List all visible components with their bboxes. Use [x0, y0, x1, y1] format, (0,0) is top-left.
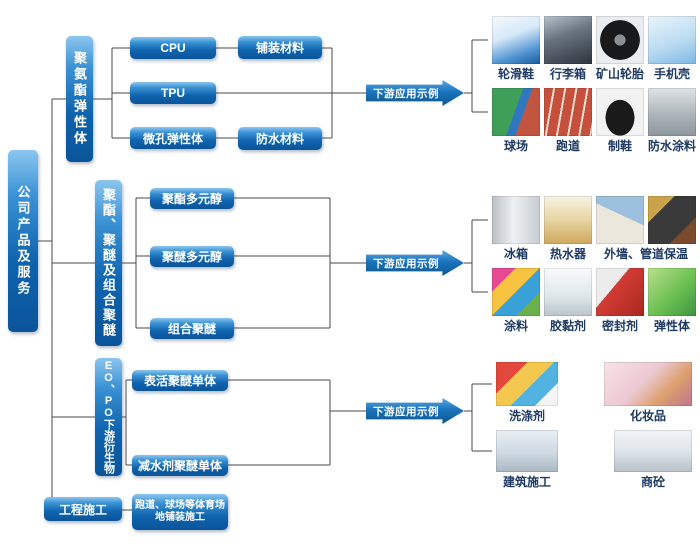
product-polyether-polyol: 聚醚多元醇	[150, 246, 234, 267]
root-company-products-box: 公司产品及服务	[8, 150, 38, 332]
caption-row: 轮滑鞋 行李箱 矿山轮胎 手机壳	[492, 67, 696, 82]
photo-caption: 化妆品	[629, 409, 666, 423]
photo-cosmetics	[604, 362, 692, 406]
photo-caption: 防水涂料	[648, 139, 697, 153]
photo-caption: 弹性体	[653, 319, 690, 333]
product-sports-paving-construction: 跑道、球场等体育场地铺装施工	[132, 494, 228, 530]
photo-roller-skate	[492, 16, 540, 64]
product-polyester-polyol: 聚酯多元醇	[150, 188, 234, 209]
category-polyurethane-elastomer: 聚氨酯弹性体	[66, 36, 93, 162]
photo-mining-tire	[596, 16, 644, 64]
product-water-reducer-polyether-monomer: 减水剂聚醚单体	[132, 455, 228, 476]
photo-caption: 洗涤剂	[508, 409, 545, 423]
category-polyester-polyether: 聚酯、聚醚及组合聚醚	[95, 180, 122, 346]
photo-exterior-wall	[596, 196, 644, 244]
product-tpu: TPU	[130, 82, 216, 104]
product-combined-polyether: 组合聚醚	[150, 318, 234, 339]
product-waterproof-materials: 防水材料	[238, 127, 322, 150]
photo-shoe	[596, 88, 644, 136]
caption-row: 洗涤剂 化妆品	[496, 409, 692, 424]
photo-caption: 密封剂	[601, 319, 638, 333]
photo-concrete-truck	[614, 430, 692, 472]
caption-row: 球场 跑道 制鞋 防水涂料	[492, 139, 696, 154]
photo-caption: 冰箱	[503, 247, 528, 261]
photo-row	[496, 362, 692, 406]
photo-row	[496, 430, 692, 472]
photo-phone-case	[648, 16, 696, 64]
photo-caption: 胶黏剂	[549, 319, 586, 333]
photo-caption: 外墙、管道保温	[603, 247, 688, 261]
product-paving-materials: 铺装材料	[238, 36, 322, 59]
applications-group-derivatives: 洗涤剂 化妆品 建筑施工 商砼	[496, 362, 692, 496]
photo-running-track	[544, 88, 592, 136]
photo-sports-court	[492, 88, 540, 136]
photo-caption: 手机壳	[653, 67, 690, 81]
photo-caption: 建筑施工	[502, 475, 551, 489]
applications-group-elastomer: 轮滑鞋 行李箱 矿山轮胎 手机壳 球场 跑道 制鞋 防水涂料	[492, 16, 696, 160]
downstream-arrow-label: 下游应用示例	[373, 405, 439, 418]
caption-row: 建筑施工 商砼	[496, 475, 692, 490]
category-engineering-construction: 工程施工	[44, 497, 122, 521]
photo-caption: 行李箱	[549, 67, 586, 81]
photo-row	[492, 196, 696, 244]
photo-waterproof-coating	[648, 88, 696, 136]
photo-row	[492, 268, 696, 316]
product-microcellular-elastomer: 微孔弹性体	[130, 127, 216, 149]
photo-detergent	[496, 362, 558, 406]
photo-pipe-insulation	[648, 196, 696, 244]
photo-adhesive	[544, 268, 592, 316]
photo-caption: 制鞋	[607, 139, 632, 153]
photo-caption: 轮滑鞋	[497, 67, 534, 81]
photo-caption: 涂料	[503, 319, 528, 333]
photo-refrigerator	[492, 196, 540, 244]
photo-paint	[492, 268, 540, 316]
photo-caption: 矿山轮胎	[596, 67, 645, 81]
applications-group-polyol: 冰箱 热水器 外墙、管道保温 涂料 胶黏剂 密封剂 弹性体	[492, 196, 696, 340]
downstream-arrow-label: 下游应用示例	[373, 87, 439, 100]
caption-row: 冰箱 热水器 外墙、管道保温	[492, 247, 696, 262]
photo-caption: 商砼	[640, 475, 665, 489]
photo-building-construction	[496, 430, 558, 472]
photo-water-heater	[544, 196, 592, 244]
product-cpu: CPU	[130, 37, 216, 59]
photo-elastomer	[648, 268, 696, 316]
downstream-arrow-label: 下游应用示例	[373, 257, 439, 270]
photo-row	[492, 88, 696, 136]
caption-row: 涂料 胶黏剂 密封剂 弹性体	[492, 319, 696, 334]
category-eo-po-derivatives: EO、PO下游衍生物	[95, 358, 122, 476]
photo-caption: 热水器	[549, 247, 586, 261]
product-surfactant-polyether-monomer: 表活聚醚单体	[132, 370, 228, 391]
photo-sealant	[596, 268, 644, 316]
photo-caption: 球场	[503, 139, 528, 153]
photo-row	[492, 16, 696, 64]
photo-caption: 跑道	[555, 139, 580, 153]
photo-luggage	[544, 16, 592, 64]
